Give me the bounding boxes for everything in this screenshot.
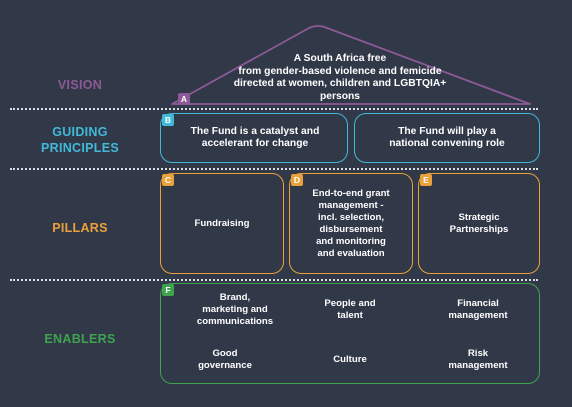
pillars-label: PILLARS xyxy=(52,221,108,235)
enablers-badge: F xyxy=(162,284,174,296)
enabler-financial: Financial management xyxy=(448,298,508,321)
enabler-people: People and talent xyxy=(324,298,376,321)
vision-label: VISION xyxy=(57,78,103,92)
enabler-brand: Brand, marketing and communications xyxy=(196,292,274,327)
divider-guiding xyxy=(10,168,538,170)
enabler-governance: Good governance xyxy=(198,348,252,371)
vision-roof-shape xyxy=(171,25,531,105)
guiding-principles-label: GUIDING PRINCIPLES xyxy=(40,125,119,155)
pillar-badge-d: D xyxy=(291,174,303,186)
pillar-badge-e: E xyxy=(420,174,432,186)
guiding-box-catalyst xyxy=(160,113,348,163)
pillar-fundraising: Fundraising xyxy=(194,217,250,229)
guiding-box-convening xyxy=(354,113,540,163)
divider-vision xyxy=(10,108,538,110)
pillar-box-partnerships xyxy=(418,173,540,274)
guiding-item-convening: The Fund will play a national convening … xyxy=(389,125,505,150)
pillar-grant-management: End-to-end grant management - incl. sele… xyxy=(312,187,390,259)
guiding-item-catalyst: The Fund is a catalyst and accelerant fo… xyxy=(190,125,320,150)
pillar-box-grant-management xyxy=(289,173,413,274)
pillar-box-fundraising xyxy=(160,173,284,274)
pillar-partnerships: Strategic Partnerships xyxy=(449,211,509,235)
divider-pillars xyxy=(10,279,538,281)
pillar-badge-c: C xyxy=(162,174,174,186)
enablers-box xyxy=(160,283,540,384)
vision-badge: A xyxy=(178,93,190,105)
vision-statement: A South Africa free from gender-based vi… xyxy=(233,53,447,102)
enablers-label: ENABLERS xyxy=(44,332,116,346)
guiding-badge: B xyxy=(162,114,174,126)
enabler-culture: Culture xyxy=(333,354,367,365)
enabler-risk: Risk management xyxy=(448,348,508,371)
